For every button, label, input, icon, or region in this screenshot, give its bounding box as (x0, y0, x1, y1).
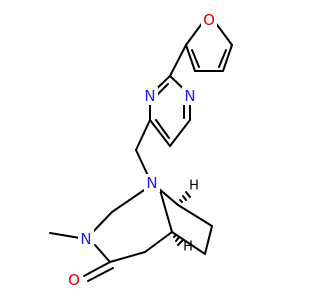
stereo-hydrogen-bottom-label: H (183, 240, 193, 255)
stereo-hydrogen-top-label: H (189, 179, 199, 194)
molecule-structure: O N N N N O H H (49, 11, 233, 289)
bond-furan-o-c2 (185, 21, 204, 46)
bond-amiden-methyl (49, 232, 81, 239)
stereo-hash-top (179, 191, 191, 203)
bond-pyr-ch2 (135, 119, 151, 151)
bond-c6-bridgehead-top (177, 204, 213, 227)
bond-amiden-carbonyl (94, 244, 111, 263)
bond-carbonyl-o-double (87, 267, 114, 282)
furan-oxygen-label: O (203, 11, 215, 29)
pyrimidine-nitrogen-left-label: N (144, 87, 155, 105)
bond-bridgehead-bottom-c7 (171, 231, 206, 255)
bond-furan-c2-c3-double (191, 49, 200, 68)
bond-carbonyl-c (109, 251, 146, 263)
bond-pyr-c6-c5-double (155, 119, 170, 139)
furan-ring (185, 21, 233, 72)
bond-furan-c2-c3 (185, 44, 196, 72)
bond-bridgehead-top-n (157, 187, 179, 206)
stereo-hash-bottom (173, 234, 184, 246)
bond-bridgehead-top-bottom (159, 189, 173, 233)
bond-furan-c4-c5-double (218, 49, 227, 68)
pyrimidine-nitrogen-right-label: N (184, 87, 195, 105)
bond-furan-c5-o (214, 21, 233, 46)
bond-carbonyl-o (83, 261, 111, 277)
bond-furan-c4-c5 (222, 44, 233, 72)
bond-pyr-c6-c5 (149, 119, 171, 147)
bridge-nitrogen-label: N (146, 174, 157, 192)
bond-c-bridgehead-bottom (144, 231, 173, 253)
bond-furan-pyrimidine (169, 44, 187, 77)
carbonyl-oxygen-label: O (68, 271, 80, 289)
bond-bridgen-c2 (111, 185, 151, 213)
bond-c7-c6 (204, 225, 213, 255)
amide-nitrogen-label: N (80, 230, 91, 248)
bond-pyr-c5-c4 (169, 119, 191, 147)
atom-labels: O N N N N O H H (66, 11, 217, 289)
bicyclic-core (49, 185, 213, 282)
